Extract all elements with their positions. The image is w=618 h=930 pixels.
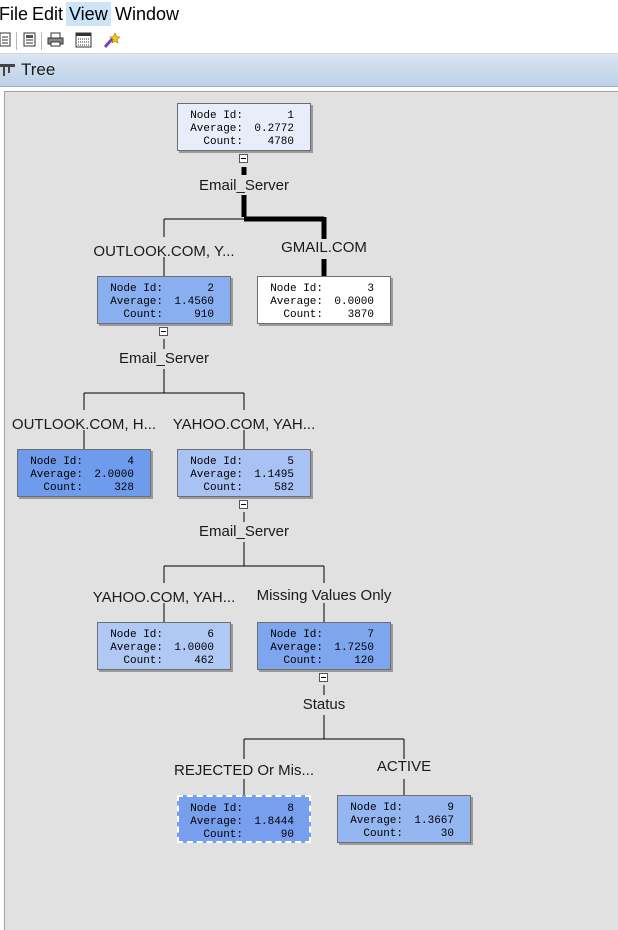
node-id-value: 5 xyxy=(287,456,294,468)
tree-node-3[interactable]: Node Id: 3 Average: 0.0000 Count: 3870 xyxy=(257,276,391,324)
toolbar-separator xyxy=(16,32,17,50)
branch-label: ACTIVE xyxy=(376,758,432,775)
split-label: Status xyxy=(302,696,346,713)
tree-node-6[interactable]: Node Id: 6 Average: 1.0000 Count: 462 xyxy=(97,622,231,670)
collapse-toggle[interactable] xyxy=(239,154,248,163)
window-title: Tree xyxy=(21,60,56,79)
tree-panel xyxy=(4,91,618,930)
average-label: Average: xyxy=(270,296,323,308)
magic-wand-icon[interactable] xyxy=(102,32,121,49)
average-label: Average: xyxy=(30,469,83,481)
menu-window[interactable]: Window xyxy=(115,4,180,24)
print-icon[interactable] xyxy=(47,32,64,49)
count-label: Count: xyxy=(203,482,243,494)
split-label: Email_Server xyxy=(118,350,210,367)
count-label: Count: xyxy=(283,655,323,667)
branch-label: REJECTED Or Mis... xyxy=(173,762,315,779)
count-value: 4780 xyxy=(267,136,294,148)
node-id-label: Node Id: xyxy=(190,803,243,815)
node-id-label: Node Id: xyxy=(350,802,403,814)
node-id-value: 4 xyxy=(127,456,134,468)
count-label: Count: xyxy=(203,136,243,148)
count-value: 120 xyxy=(354,655,374,667)
tree-node-7[interactable]: Node Id: 7 Average: 1.7250 Count: 120 xyxy=(257,622,391,670)
node-id-label: Node Id: xyxy=(270,629,323,641)
node-id-label: Node Id: xyxy=(190,456,243,468)
tree-node-8[interactable]: Node Id: 8 Average: 1.8444 Count: 90 xyxy=(177,795,311,843)
count-label: Count: xyxy=(363,828,403,840)
count-value: 30 xyxy=(440,828,454,840)
branch-label: YAHOO.COM, YAH... xyxy=(172,416,316,433)
node-id-value: 9 xyxy=(447,802,454,814)
menu-bar: File Edit View Window xyxy=(0,0,618,30)
tree-node-4[interactable]: Node Id: 4 Average: 2.0000 Count: 328 xyxy=(17,449,151,497)
node-id-value: 7 xyxy=(367,629,374,641)
branch-label: OUTLOOK.COM, Y... xyxy=(93,243,235,260)
tree-window-titlebar: Tree xyxy=(0,54,618,87)
average-label: Average: xyxy=(190,469,243,481)
count-label: Count: xyxy=(123,655,163,667)
tree-node-1[interactable]: Node Id: 1 Average: 0.2772 Count: 4780 xyxy=(177,103,311,151)
document-icon[interactable] xyxy=(0,32,13,49)
average-label: Average: xyxy=(270,642,323,654)
grid-icon[interactable] xyxy=(75,32,92,49)
toolbar-separator xyxy=(41,32,42,50)
average-label: Average: xyxy=(110,642,163,654)
count-value: 910 xyxy=(194,309,214,321)
page-icon[interactable] xyxy=(21,32,38,49)
count-value: 3870 xyxy=(347,309,374,321)
node-id-value: 6 xyxy=(207,629,214,641)
count-value: 328 xyxy=(114,482,134,494)
collapse-toggle[interactable] xyxy=(319,673,328,682)
node-id-label: Node Id: xyxy=(190,110,243,122)
average-value: 1.3667 xyxy=(414,815,454,827)
count-label: Count: xyxy=(43,482,83,494)
branch-label: OUTLOOK.COM, H... xyxy=(11,416,157,433)
node-id-value: 8 xyxy=(287,803,294,815)
split-label: Email_Server xyxy=(198,177,290,194)
toolbar xyxy=(0,29,618,54)
average-label: Average: xyxy=(350,815,403,827)
tree-canvas: Node Id: 1 Average: 0.2772 Count: 4780 Emai… xyxy=(0,87,618,930)
count-value: 90 xyxy=(280,829,294,841)
average-label: Average: xyxy=(190,816,243,828)
node-id-label: Node Id: xyxy=(110,629,163,641)
split-label: Email_Server xyxy=(198,523,290,540)
count-value: 582 xyxy=(274,482,294,494)
node-id-label: Node Id: xyxy=(110,283,163,295)
collapse-toggle[interactable] xyxy=(159,327,168,336)
tree-node-9[interactable]: Node Id: 9 Average: 1.3667 Count: 30 xyxy=(337,795,471,843)
average-value: 1.0000 xyxy=(174,642,214,654)
average-label: Average: xyxy=(190,123,243,135)
average-value: 1.1495 xyxy=(254,469,294,481)
average-value: 0.2772 xyxy=(254,123,294,135)
menu-view[interactable]: View xyxy=(66,2,111,26)
count-value: 462 xyxy=(194,655,214,667)
average-value: 2.0000 xyxy=(94,469,134,481)
average-value: 1.4560 xyxy=(174,296,214,308)
tree-icon xyxy=(0,63,16,77)
tree-node-5[interactable]: Node Id: 5 Average: 1.1495 Count: 582 xyxy=(177,449,311,497)
tree-node-2[interactable]: Node Id: 2 Average: 1.4560 Count: 910 xyxy=(97,276,231,324)
menu-edit[interactable]: Edit xyxy=(32,4,64,24)
average-label: Average: xyxy=(110,296,163,308)
node-id-label: Node Id: xyxy=(270,283,323,295)
count-label: Count: xyxy=(203,829,243,841)
average-value: 1.8444 xyxy=(254,816,294,828)
menu-file[interactable]: File xyxy=(0,4,29,24)
count-label: Count: xyxy=(283,309,323,321)
node-id-value: 3 xyxy=(367,283,374,295)
branch-label: YAHOO.COM, YAH... xyxy=(92,589,236,606)
node-id-value: 2 xyxy=(207,283,214,295)
node-id-value: 1 xyxy=(287,110,294,122)
collapse-toggle[interactable] xyxy=(239,500,248,509)
count-label: Count: xyxy=(123,309,163,321)
tree-edges xyxy=(83,167,405,795)
node-id-label: Node Id: xyxy=(30,456,83,468)
average-value: 0.0000 xyxy=(334,296,374,308)
average-value: 1.7250 xyxy=(334,642,374,654)
branch-label: Missing Values Only xyxy=(256,587,392,604)
branch-label: GMAIL.COM xyxy=(281,239,367,256)
